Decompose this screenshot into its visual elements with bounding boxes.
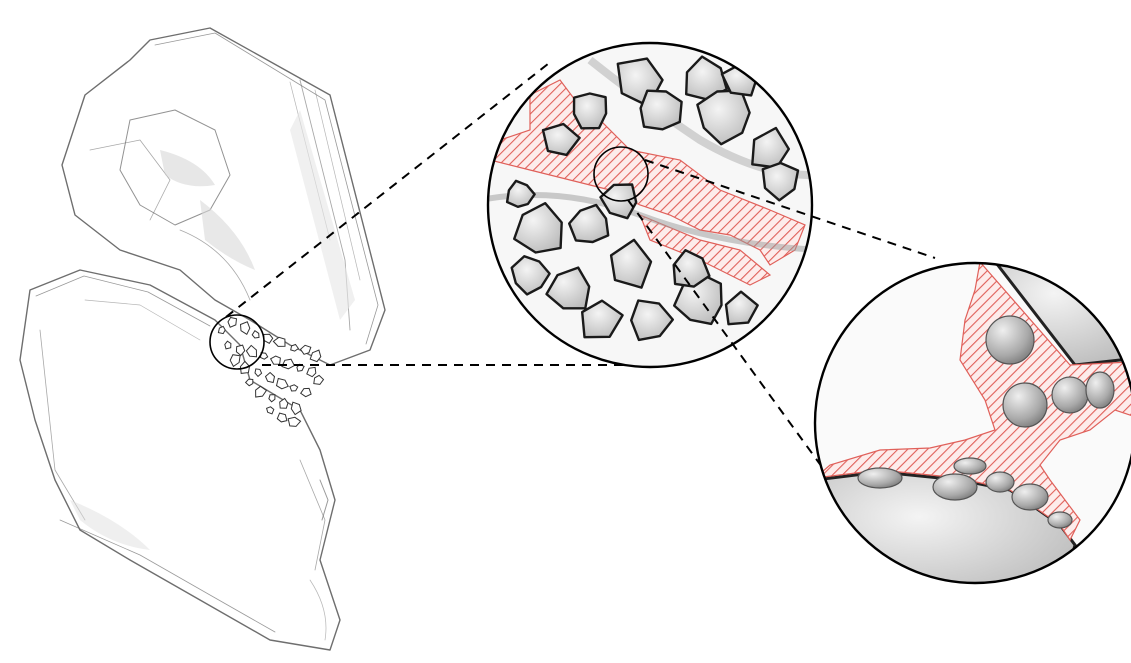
sketch-grain — [228, 318, 237, 328]
sketch-grain — [256, 386, 267, 397]
sketch-grain — [277, 379, 289, 389]
sketch-grain — [246, 345, 256, 356]
sketch-grain — [291, 402, 301, 414]
mineral-grain — [574, 94, 606, 129]
sketch-grain — [267, 407, 274, 414]
sketch-grain — [307, 367, 316, 376]
sketch-grain — [230, 355, 240, 367]
sketch-grain — [314, 375, 324, 384]
cement-grain — [1012, 484, 1048, 510]
cement-grain — [1048, 512, 1072, 528]
mineral-grain — [641, 91, 682, 130]
sketch-grain — [271, 356, 281, 364]
sketch-grain — [290, 385, 298, 391]
sketch-grain — [269, 395, 275, 402]
sketch-grain — [255, 369, 262, 377]
sketch-grain — [264, 334, 273, 343]
cement-grain — [986, 316, 1034, 364]
sketch-grain — [291, 345, 299, 352]
cement-grain — [1086, 372, 1114, 408]
sketch-grain — [266, 373, 275, 383]
cement-grain — [933, 474, 977, 500]
magnified-pore-throat-view — [815, 255, 1131, 600]
cement-grain — [1003, 383, 1047, 427]
sketch-grain — [288, 417, 300, 426]
sketch-grain — [241, 322, 250, 335]
sketch-grain — [277, 413, 287, 422]
sketch-grain — [252, 331, 259, 338]
cement-grain — [1052, 377, 1088, 413]
magnified-grain-view — [480, 43, 820, 367]
sketch-grain — [236, 345, 244, 355]
sketch-grain — [246, 379, 253, 386]
sketch-grain — [273, 337, 285, 346]
sketch-grain — [218, 326, 225, 333]
sketch-grain — [301, 388, 311, 396]
cement-grain — [954, 458, 986, 474]
rock-fragment-sketch — [20, 28, 385, 650]
cement-grain — [858, 468, 902, 488]
sketch-grain — [301, 345, 311, 354]
sketch-grain — [280, 399, 288, 409]
cement-grain — [986, 472, 1014, 492]
sketch-grain — [225, 341, 231, 349]
